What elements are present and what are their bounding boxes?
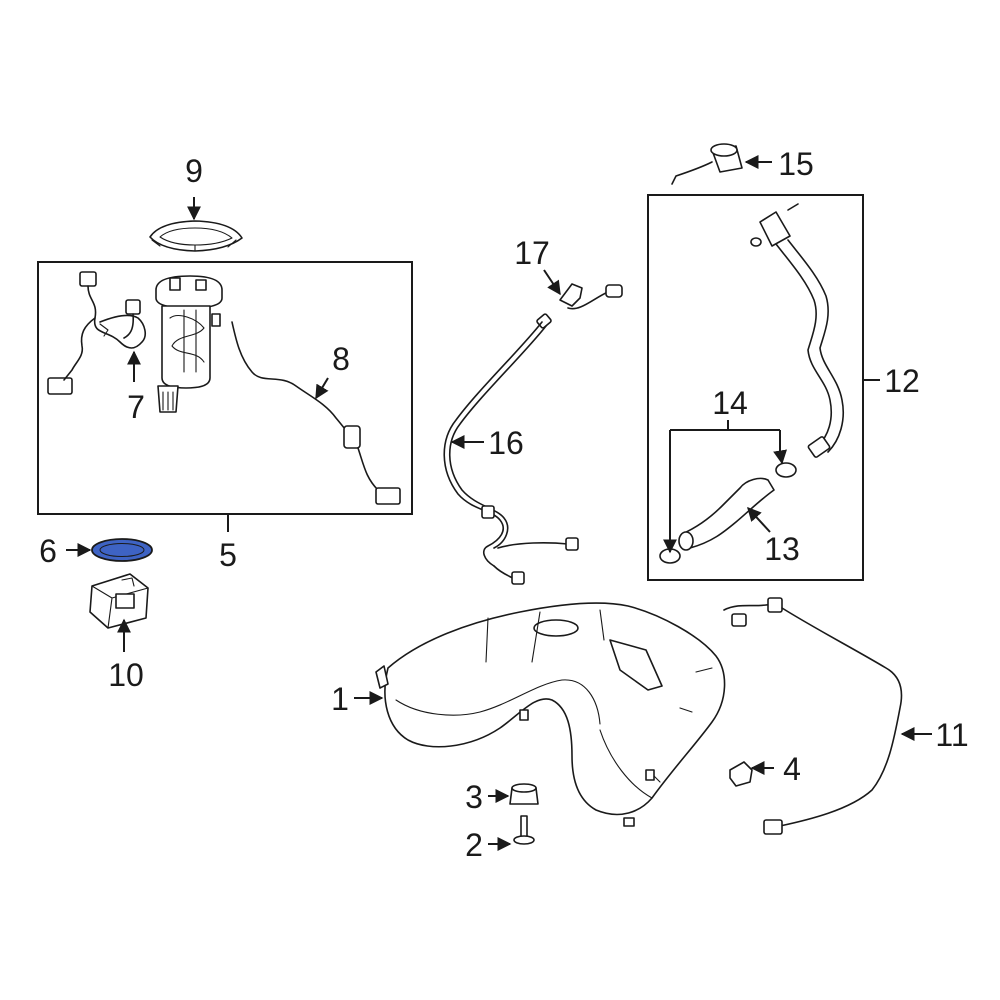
callout-8: 8 [332, 341, 350, 377]
callout-11: 11 [935, 717, 968, 753]
leader-14 [669, 420, 781, 548]
callout-16: 16 [488, 425, 524, 461]
callout-1: 1 [331, 681, 349, 717]
callout-3: 3 [465, 779, 483, 815]
leader-14-arrow-b [773, 449, 788, 465]
bolt-part[interactable] [513, 815, 535, 845]
callout-7: 7 [127, 389, 145, 425]
wiring-harness-part[interactable] [47, 271, 147, 395]
fuel-line-part[interactable] [443, 313, 579, 585]
sending-unit-wire-part[interactable] [231, 321, 401, 505]
fuel-pump-module-part[interactable] [155, 275, 223, 413]
insulator-part[interactable] [509, 783, 539, 805]
fuel-tank-part[interactable] [375, 602, 726, 827]
callout-17: 17 [514, 235, 550, 271]
lock-ring-part[interactable] [149, 220, 243, 252]
filler-pipe-group-box [647, 194, 864, 581]
vent-line-part[interactable] [723, 597, 903, 835]
callout-15: 15 [778, 146, 814, 182]
callout-13: 13 [764, 531, 800, 567]
callout-6: 6 [39, 533, 57, 569]
bracket-part[interactable] [559, 283, 623, 310]
leader-8 [315, 377, 329, 400]
callout-4: 4 [783, 751, 801, 787]
callout-2: 2 [465, 827, 483, 863]
callout-14: 14 [712, 385, 748, 421]
leader-13 [747, 506, 771, 533]
hose-part[interactable] [678, 477, 775, 551]
callout-9: 9 [185, 153, 203, 189]
fuel-pump-group-box [37, 261, 413, 515]
gasket-part[interactable] [91, 538, 153, 562]
callout-10: 10 [108, 657, 144, 693]
leader-17 [543, 269, 561, 296]
filler-pipe-part[interactable] [750, 203, 844, 458]
callout-5: 5 [219, 537, 237, 573]
clip-part[interactable] [729, 761, 753, 787]
callout-12: 12 [884, 363, 920, 399]
control-module-part[interactable] [89, 573, 149, 629]
fuel-cap-part[interactable] [671, 143, 743, 185]
